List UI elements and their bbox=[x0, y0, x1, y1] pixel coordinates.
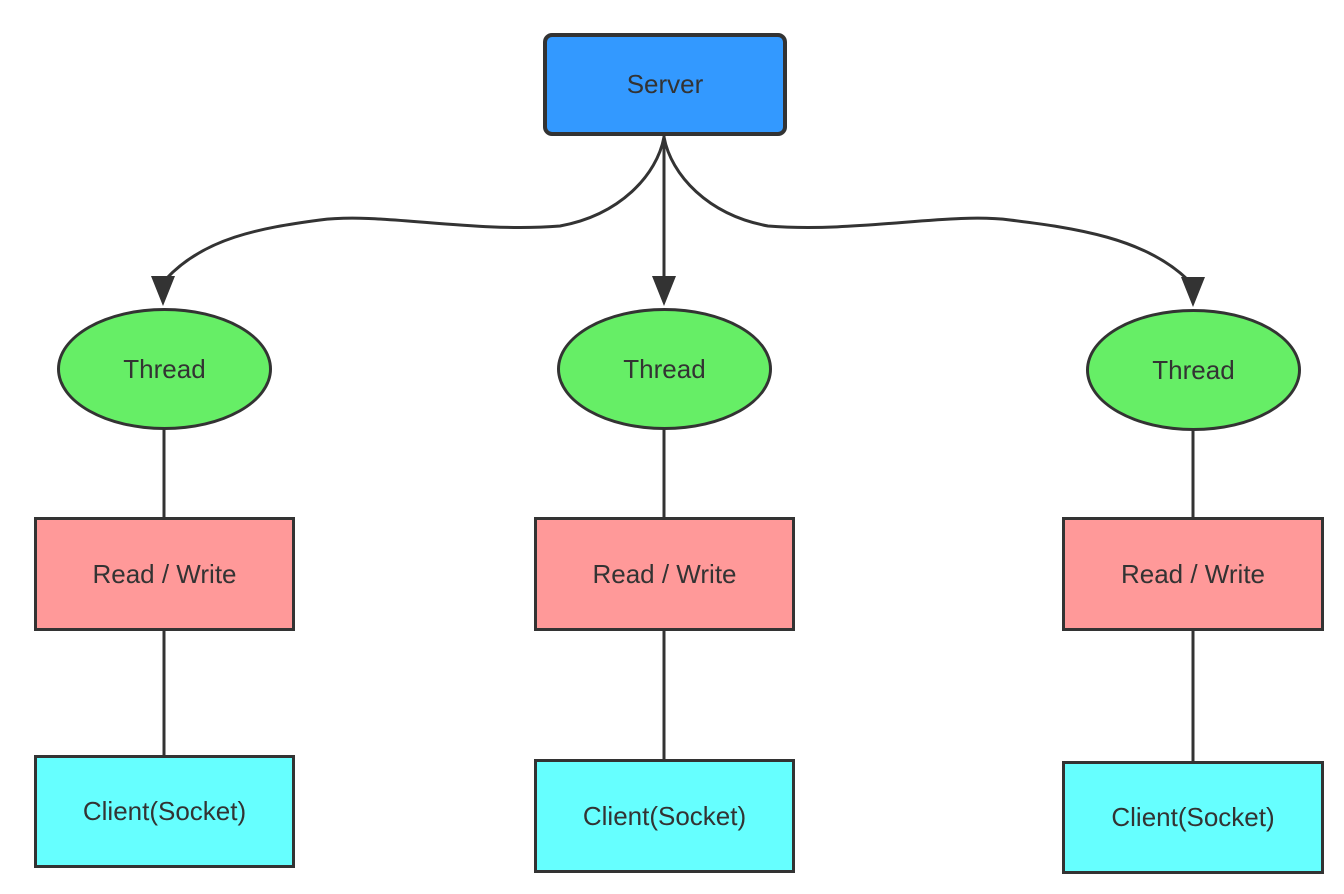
client-node-2: Client(Socket) bbox=[534, 759, 795, 873]
arrowhead-thread-1 bbox=[151, 276, 175, 306]
read-write-node-3: Read / Write bbox=[1062, 517, 1324, 631]
edge-server-to-thread-3 bbox=[662, 136, 1190, 282]
server-node: Server bbox=[543, 33, 787, 136]
read-write-node-1: Read / Write bbox=[34, 517, 295, 631]
client-node-1: Client(Socket) bbox=[34, 755, 295, 868]
read-write-node-2: Read / Write bbox=[534, 517, 795, 631]
thread-node-3: Thread bbox=[1086, 309, 1301, 431]
edge-server-to-thread-1 bbox=[164, 136, 666, 281]
arrowhead-thread-2 bbox=[652, 276, 676, 306]
arrowhead-thread-3 bbox=[1181, 277, 1205, 307]
thread-node-2: Thread bbox=[557, 308, 772, 430]
thread-node-1: Thread bbox=[57, 308, 272, 430]
client-node-3: Client(Socket) bbox=[1062, 761, 1324, 874]
